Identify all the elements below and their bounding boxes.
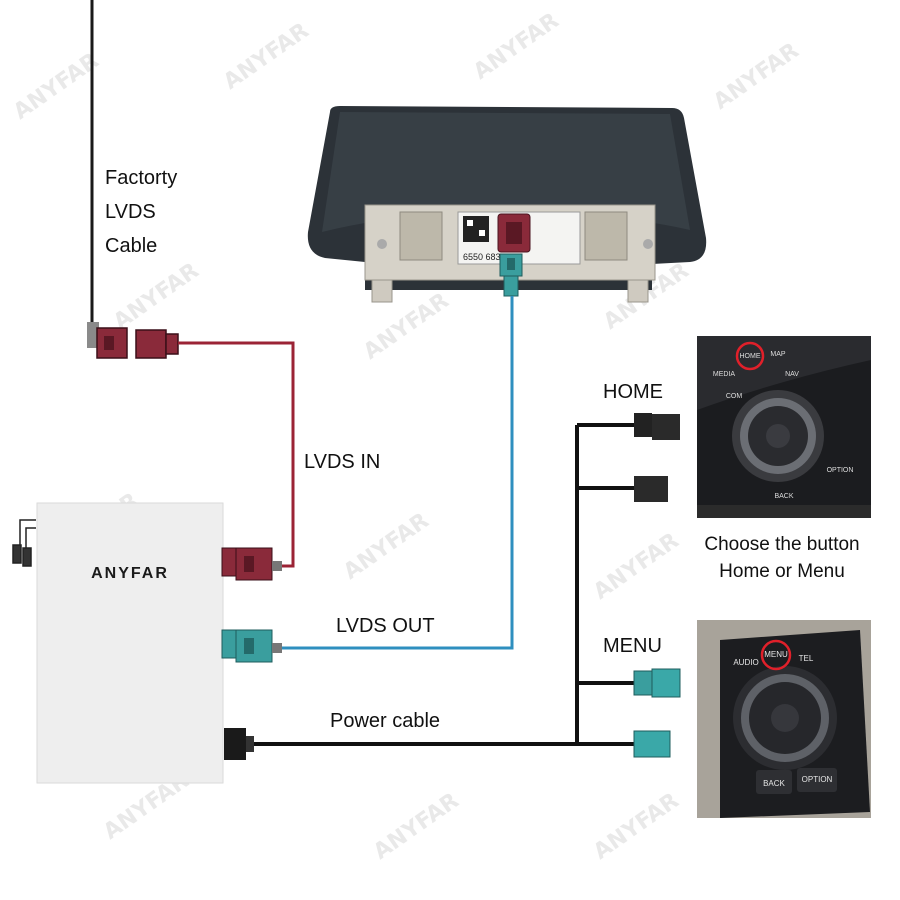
lvds-out-label: LVDS OUT <box>336 615 435 637</box>
lvds-in-cable <box>178 341 295 568</box>
module-power-connector <box>224 728 254 760</box>
antenna-leads <box>12 519 36 567</box>
choose-caption: Choose the button Home or Menu <box>690 531 874 585</box>
menu-highlight-circle <box>760 639 792 671</box>
factory-lvds-label-line2: LVDS <box>105 201 156 223</box>
choose-caption-line1: Choose the button <box>704 534 860 555</box>
home-connector-1 <box>634 413 680 440</box>
power-cable-label: Power cable <box>330 710 441 732</box>
controller-menu-photo: MENU AUDIO TEL BACK OPTION <box>697 620 871 818</box>
anyfar-module: ANYFAR <box>36 502 224 784</box>
choose-caption-line2: Home or Menu <box>719 561 845 582</box>
screen-teal-connector <box>499 253 523 297</box>
menu-label: MENU <box>603 635 662 657</box>
factory-lvds-label-line1: Factorty <box>105 167 178 189</box>
controller-home-photo: HOME MAP MEDIA NAV COM BACK OPTION <box>697 336 871 518</box>
ctrl-menu-btn-option: OPTION <box>802 775 833 784</box>
ctrl-menu-btn-tel: TEL <box>799 654 814 663</box>
lvds-in-red-connector-top <box>135 329 179 359</box>
factory-lvds-label-line3: Cable <box>105 235 158 257</box>
home-highlight-circle <box>735 341 765 371</box>
module-brand: ANYFAR <box>91 565 169 582</box>
ctrl-home-btn-option: OPTION <box>827 467 854 474</box>
power-harness <box>254 423 638 746</box>
home-connector-2 <box>634 476 668 502</box>
module-lvds-out-connector <box>221 629 282 663</box>
lvds-out-cable <box>282 296 514 650</box>
ctrl-home-btn-media: MEDIA <box>713 371 736 378</box>
ctrl-home-btn-nav: NAV <box>785 371 799 378</box>
module-lvds-in-connector <box>221 547 282 581</box>
factory-cable-boot <box>87 322 99 348</box>
menu-connector-2 <box>633 730 671 758</box>
lvds-in-label: LVDS IN <box>304 451 381 473</box>
menu-connector-1 <box>633 668 681 698</box>
factory-red-connector <box>96 327 128 359</box>
screen-sticker-code: 6550 6837 <box>463 252 506 262</box>
ctrl-menu-btn-back: BACK <box>763 779 785 788</box>
ctrl-home-btn-home: HOME <box>740 353 761 360</box>
ctrl-menu-btn-audio: AUDIO <box>733 658 758 667</box>
ctrl-home-btn-back: BACK <box>774 493 793 500</box>
ctrl-home-btn-map: MAP <box>770 351 786 358</box>
ctrl-menu-btn-menu: MENU <box>764 650 788 659</box>
home-label: HOME <box>603 381 663 403</box>
ctrl-home-btn-com: COM <box>726 393 743 400</box>
